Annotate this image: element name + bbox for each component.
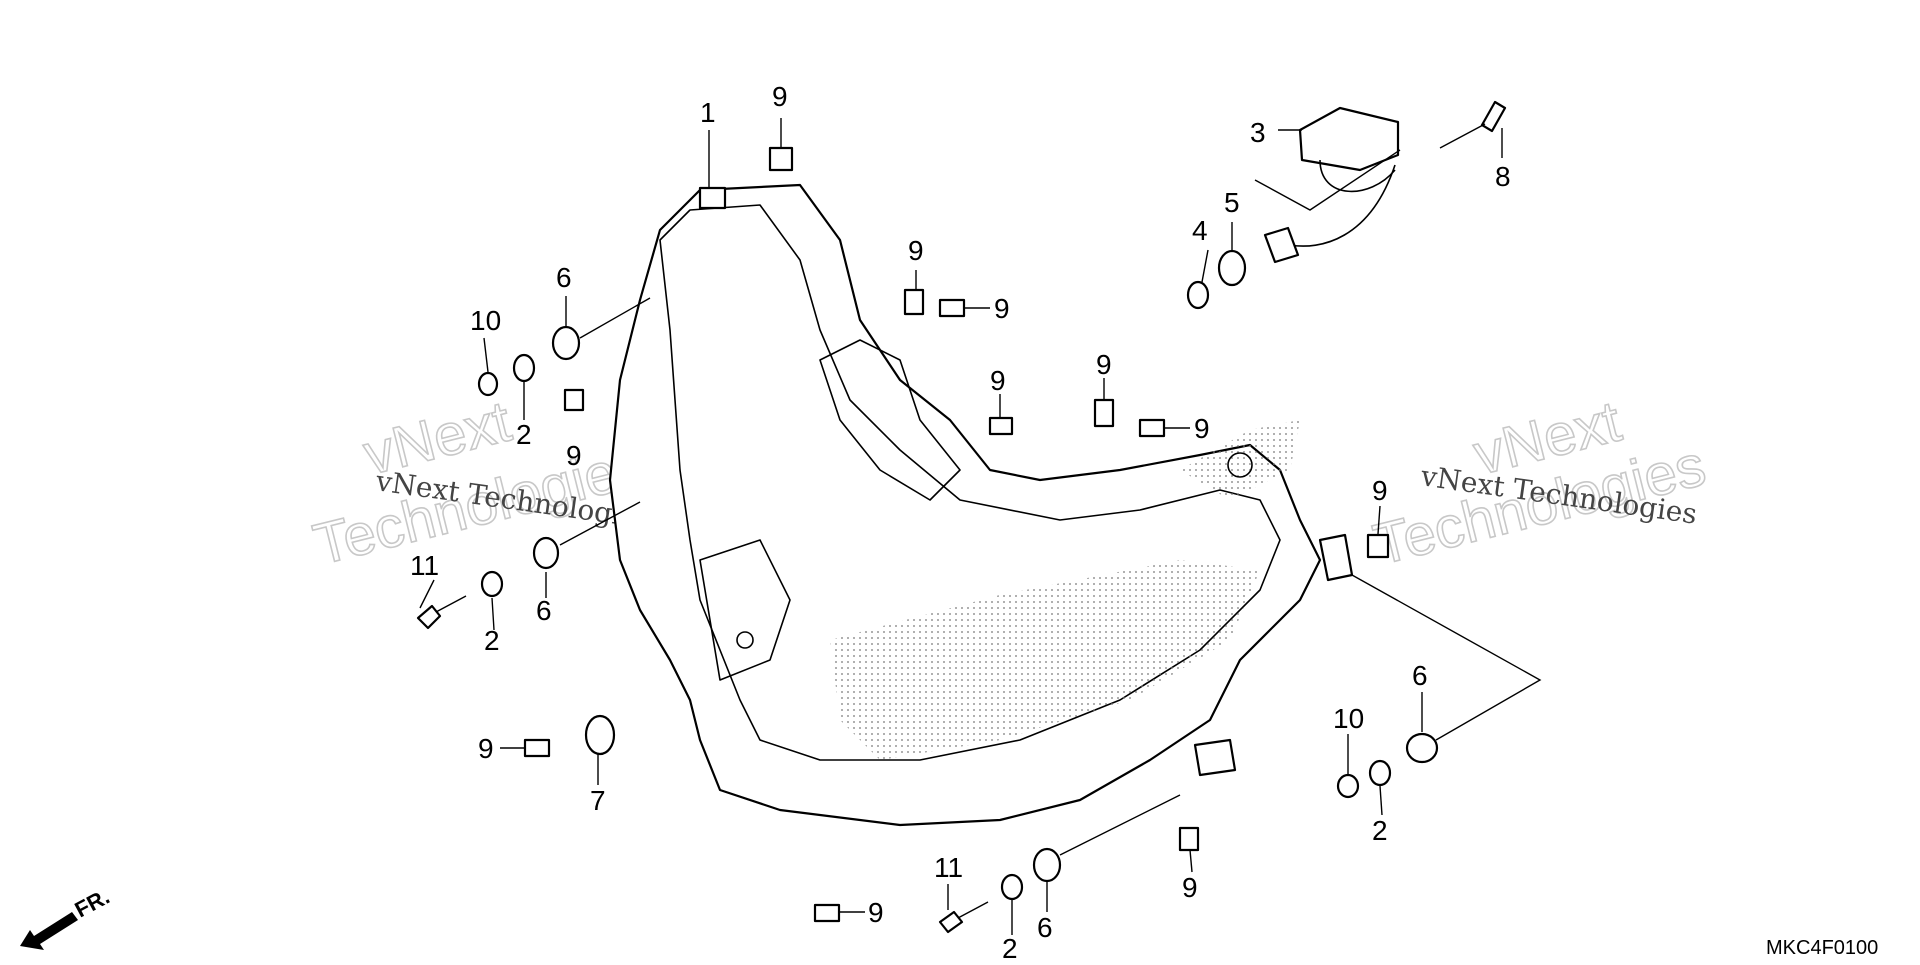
bolt-11-a-shank [435, 595, 467, 613]
callout-8: 8 [1495, 161, 1511, 192]
bolt-8-shank [1439, 123, 1486, 149]
clip-9-b [903, 288, 925, 316]
callout-3: 3 [1250, 117, 1266, 148]
grommet-7 [584, 714, 616, 756]
nut-10-a [477, 371, 499, 397]
callouts: 1 9 3 8 4 5 6 10 2 9 9 9 9 9 9 9 11 2 6 … [410, 81, 1511, 964]
top-tab [698, 186, 727, 210]
callout-11-b: 11 [934, 852, 963, 883]
front-arrow-icon [20, 912, 78, 950]
callout-10-b: 10 [1333, 703, 1364, 734]
clip-9-k [813, 903, 841, 923]
callout-11-a: 11 [410, 550, 439, 581]
callout-2-b: 2 [484, 625, 500, 656]
callout-9-j: 9 [1182, 872, 1198, 903]
headlight-assembly [608, 183, 1354, 827]
collar-2-a [512, 353, 536, 383]
grommet-6-a [551, 325, 581, 361]
grommet-6-d [1032, 847, 1062, 883]
socket-wire [1289, 164, 1396, 247]
callout-6-b: 6 [536, 595, 552, 626]
callout-1: 1 [700, 97, 716, 128]
clip-9-j [1178, 826, 1200, 852]
headlight-upper-texture [1180, 420, 1300, 500]
bolt-11-b-head [938, 910, 964, 934]
clip-9-d [988, 416, 1014, 436]
socket-cover [1298, 106, 1400, 172]
callout-6-c: 6 [1412, 660, 1428, 691]
callout-9-k: 9 [868, 897, 884, 928]
clip-9-f [1138, 418, 1166, 438]
bolt-8 [1480, 100, 1507, 133]
rear-connector [1318, 533, 1354, 582]
grommet-5 [1217, 249, 1247, 287]
callout-9-b: 9 [908, 235, 924, 266]
nut-10-b [1336, 773, 1360, 799]
bolt-11-b-shank [957, 901, 989, 919]
socket-connector [1263, 226, 1300, 264]
clip-9-c [938, 298, 966, 318]
collar-2-b [480, 570, 504, 598]
callout-9-c: 9 [994, 293, 1010, 324]
front-direction-indicator: FR. [20, 884, 114, 950]
callout-9-h: 9 [1372, 475, 1388, 506]
callout-9-f: 9 [1194, 413, 1210, 444]
collar-2-c [1368, 759, 1392, 787]
lower-mount [1193, 738, 1237, 777]
clip-9-g [563, 388, 585, 412]
callout-4: 4 [1192, 215, 1208, 246]
callout-7: 7 [590, 785, 606, 816]
housing-left-bracket [699, 539, 791, 681]
grommet-4 [1186, 280, 1210, 310]
clip-9-i [523, 738, 551, 758]
callout-2-c: 2 [1372, 815, 1388, 846]
callout-6-a: 6 [556, 262, 572, 293]
headlight-lens-texture [830, 560, 1260, 760]
watermark-right: vNext Technologies vNext Technologies [1367, 388, 1713, 579]
callout-10-a: 10 [470, 305, 501, 336]
housing-inner-panel [819, 339, 961, 501]
front-direction-label: FR. [71, 884, 114, 923]
grommet-6-c [1405, 732, 1439, 764]
upper-mount-boss [1227, 452, 1253, 478]
callout-9-d: 9 [990, 365, 1006, 396]
socket-cover-underside [1319, 159, 1396, 193]
callout-6-d: 6 [1037, 912, 1053, 943]
leader-lines [419, 118, 1542, 935]
clip-9-a [768, 146, 794, 172]
collar-2-d [1000, 873, 1024, 901]
socket-assembly [1263, 100, 1507, 264]
callout-9-i: 9 [478, 733, 494, 764]
callout-9-g: 9 [566, 440, 582, 471]
clip-9-e [1093, 398, 1115, 428]
watermark-left: vNext Technologies vNext Technologies [307, 388, 654, 579]
callout-2-d: 2 [1002, 933, 1018, 960]
diagram-code: MKC4F0100 [1766, 937, 1878, 959]
grommet-6-b [532, 536, 560, 570]
callout-9-e: 9 [1096, 349, 1112, 380]
bolt-11-a-head [416, 604, 442, 630]
callout-2-a: 2 [516, 419, 532, 450]
callout-9-a: 9 [772, 81, 788, 112]
callout-5: 5 [1224, 187, 1240, 218]
bracket-hole [736, 631, 754, 649]
hardware [416, 146, 1439, 934]
clip-9-h [1366, 533, 1390, 559]
